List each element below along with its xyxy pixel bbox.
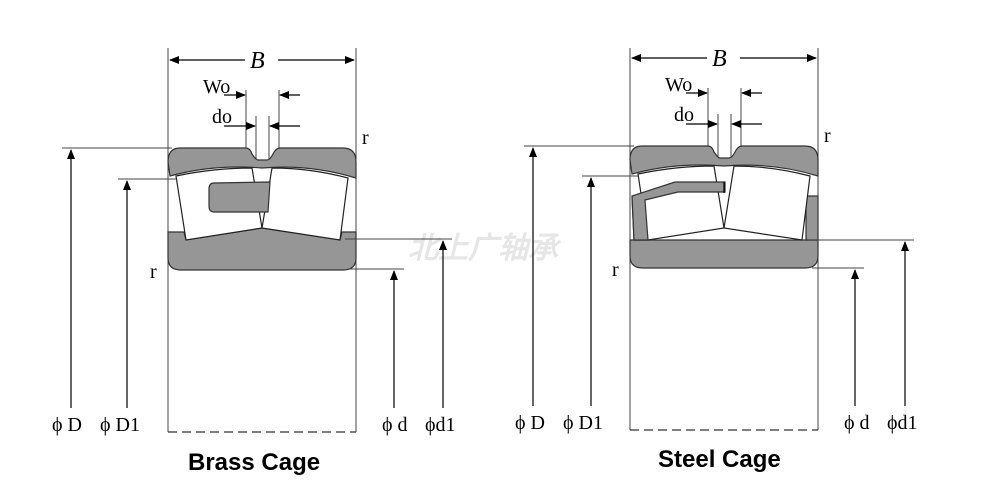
inner-ring-right-lip: [805, 195, 819, 241]
steel-cage: [631, 181, 726, 241]
label-b: B: [712, 46, 727, 72]
label-r-bottom: r: [150, 261, 157, 283]
label-phi-d1-outer: ϕ D1: [100, 414, 140, 436]
roller-right: [261, 167, 349, 241]
label-phi-d-outer: ϕ D: [515, 412, 545, 434]
label-do: do: [212, 106, 232, 128]
caption-brass-cage: Brass Cage: [188, 449, 320, 476]
label-r-bottom: r: [612, 259, 619, 281]
label-wo: Wo: [665, 74, 692, 96]
inner-ring: [629, 239, 819, 269]
outer-ring: [629, 145, 819, 177]
watermark: 北上广轴承: [408, 231, 562, 266]
brass-cage: [208, 181, 271, 213]
outer-ring: [167, 147, 357, 179]
label-phi-d1-inner: ϕd1: [887, 412, 918, 434]
label-r-top: r: [362, 127, 369, 149]
label-phi-d-inner: ϕ d: [382, 414, 408, 436]
label-b: B: [250, 48, 265, 74]
label-phi-d-inner: ϕ d: [844, 412, 870, 434]
label-phi-d1-outer: ϕ D1: [563, 412, 603, 434]
roller-right: [723, 165, 811, 241]
label-wo: Wo: [203, 76, 230, 98]
label-r-top: r: [824, 125, 831, 147]
label-phi-d1-inner: ϕd1: [425, 414, 456, 436]
steel-cage-diagram: B Wo do r r ϕ D ϕ D1 ϕ d ϕd1 Stee: [515, 46, 918, 473]
label-phi-d-outer: ϕ D: [52, 414, 82, 436]
roller-left: [637, 165, 725, 241]
label-do: do: [674, 104, 694, 126]
brass-cage-diagram: B Wo do r r ϕ D ϕ D1 ϕ d ϕd1: [52, 48, 456, 476]
caption-steel-cage: Steel Cage: [658, 446, 781, 473]
